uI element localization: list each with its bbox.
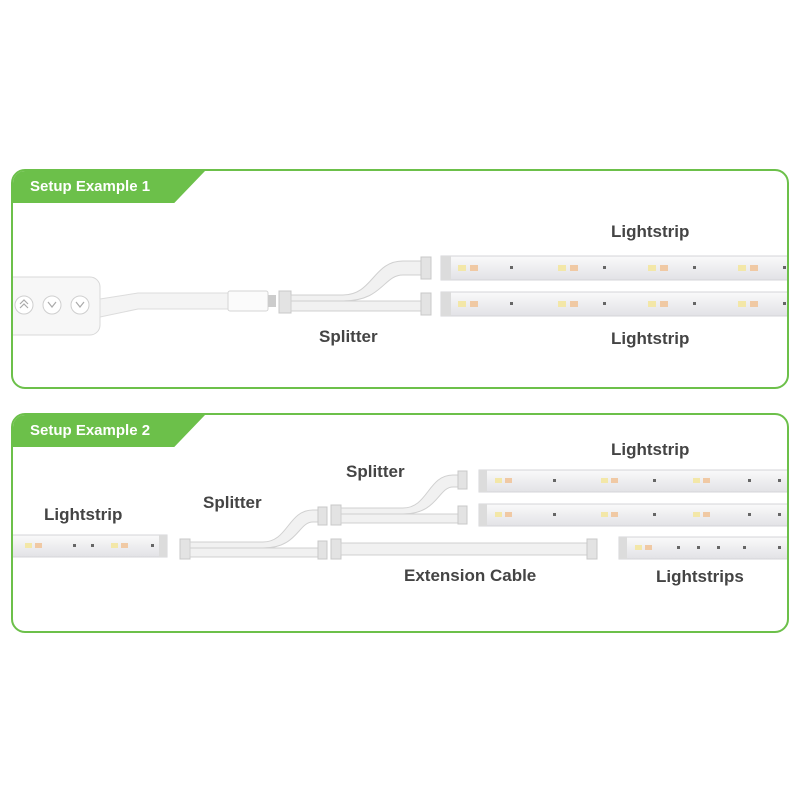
splitter-left: [179, 506, 328, 560]
lightstrip-top-label: Lightstrip: [611, 222, 690, 241]
setup-example-2-panel: Setup Example 2: [11, 413, 789, 633]
remote-controller: [13, 276, 101, 336]
splitter-right-label: Splitter: [346, 462, 405, 481]
lightstrip-right-middle: [478, 503, 787, 527]
lightstrip-left-label: Lightstrip: [44, 505, 123, 524]
setup-example-1-panel: Setup Example 1: [11, 169, 789, 389]
lightstrip-bottom-label: Lightstrip: [611, 329, 690, 348]
setup-example-1-diagram: [13, 255, 787, 336]
splitter-right: [330, 470, 468, 526]
extension-cable: [330, 538, 598, 560]
splitter-1: [278, 256, 432, 316]
lightstrip-top: [440, 255, 787, 281]
splitter-label: Splitter: [319, 327, 378, 346]
lightstrip-right-bottom: [618, 536, 787, 560]
splitter-left-label: Splitter: [203, 493, 262, 512]
controller-cable: [99, 290, 276, 318]
setup-example-2-title: Setup Example 2: [30, 422, 151, 439]
lightstrip-right-top: [478, 469, 787, 493]
setup-example-1-tab: [13, 171, 205, 203]
extension-cable-label: Extension Cable: [404, 566, 537, 585]
setup-example-2-tab: [13, 415, 205, 447]
setup-example-1-title: Setup Example 1: [30, 178, 151, 195]
lightstrips-label: Lightstrips: [656, 567, 744, 586]
lightstrip-top-label: Lightstrip: [611, 440, 690, 459]
lightstrip-left: [13, 534, 168, 558]
setup-example-2-diagram: [13, 469, 787, 560]
lightstrip-bottom: [440, 291, 787, 317]
